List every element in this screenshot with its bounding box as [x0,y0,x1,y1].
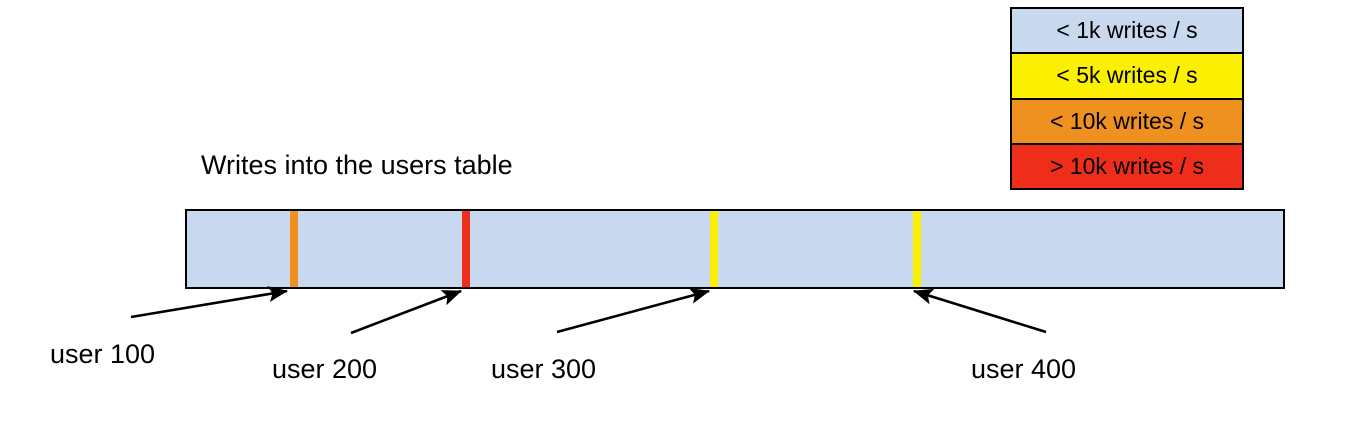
user-100-label: user 100 [50,339,156,369]
legend: < 1k writes / s < 5k writes / s < 10k wr… [1010,7,1244,190]
user-300-stripe [710,211,718,287]
legend-row-under-1k: < 1k writes / s [1012,9,1242,55]
user-200-arrow [350,289,462,335]
legend-label-under-5k: < 5k writes / s [1056,62,1198,89]
users-table-bar [185,209,1285,289]
user-100-arrow [130,286,289,319]
legend-label-under-1k: < 1k writes / s [1056,17,1198,44]
legend-label-under-10k: < 10k writes / s [1049,107,1205,134]
user-400-label: user 400 [971,354,1077,384]
user-200-stripe [462,211,470,287]
user-100-stripe [290,211,298,287]
user-400-arrow [913,288,1047,334]
user-200-label: user 200 [272,354,378,384]
user-300-label: user 300 [491,354,597,384]
user-300-arrow [556,288,711,334]
user-400-stripe [913,211,921,287]
legend-label-over-10k: > 10k writes / s [1049,152,1205,179]
legend-row-over-10k: > 10k writes / s [1012,144,1242,188]
legend-row-under-10k: < 10k writes / s [1012,99,1242,145]
legend-row-under-5k: < 5k writes / s [1012,54,1242,100]
chart-title: Writes into the users table [201,150,513,180]
